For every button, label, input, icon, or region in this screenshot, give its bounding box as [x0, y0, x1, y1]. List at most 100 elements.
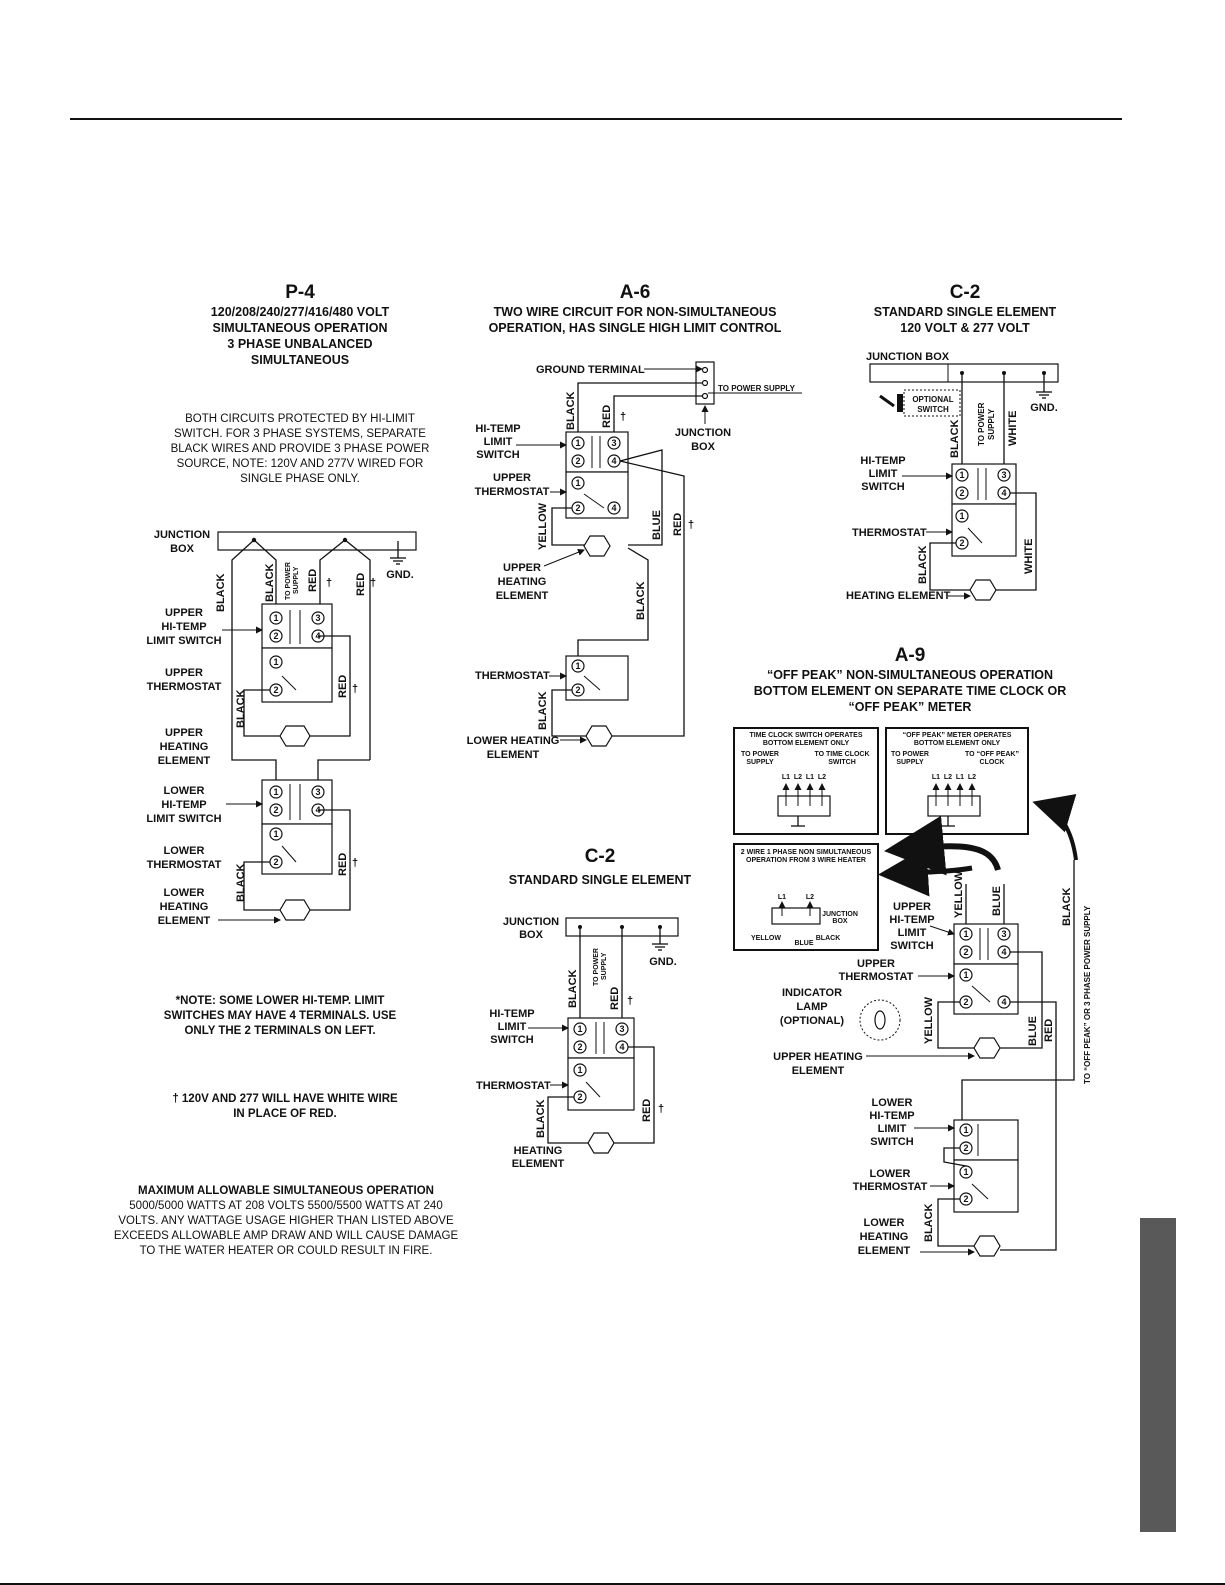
terminal-number: 1	[575, 661, 580, 671]
p4-junction-label: JUNCTION	[154, 529, 210, 541]
terminal-number: 3	[1001, 929, 1006, 939]
a9-panel-text: L2	[818, 774, 826, 781]
c2-mid-code: C-2	[584, 846, 616, 867]
terminal-number: 1	[273, 829, 278, 839]
p4-note: BOTH CIRCUITS PROTECTED BY HI-LIMIT SWIT…	[150, 412, 450, 487]
a9-label: UPPER HEATING	[773, 1051, 863, 1063]
a9-panel-text: L1	[956, 774, 964, 781]
a6-wire-label: YELLOW	[537, 502, 549, 550]
a6-upper-element-icon	[583, 535, 611, 557]
a9-upper-element-icon	[973, 1037, 1001, 1059]
a6-wire-label: BLUE	[651, 510, 663, 540]
a9-wire-label: BLUE	[1027, 1016, 1039, 1046]
a9-panel-text: “OFF PEAK” METER OPERATES	[903, 732, 1012, 739]
a9-label: LIMIT	[898, 927, 927, 939]
a9-panel-text: SUPPLY	[896, 759, 924, 766]
terminal-number: 1	[577, 1065, 582, 1075]
c2-top-optional-label: OPTIONAL	[912, 395, 953, 404]
a9-lower-link	[943, 1147, 967, 1167]
c2-mid-label: HEATING	[514, 1145, 563, 1157]
a9-panel-text: BOTTOM ELEMENT ONLY	[763, 740, 850, 747]
a9-label: LAMP	[796, 1001, 827, 1013]
a9-label: LOWER	[864, 1217, 905, 1229]
p4-label: LIMIT SWITCH	[146, 635, 221, 647]
terminal-number: 2	[273, 685, 278, 695]
a9-panel-text: L2	[944, 774, 952, 781]
terminal-number: 1	[575, 478, 580, 488]
terminal-number: 2	[273, 805, 278, 815]
a6-label: UPPER	[493, 472, 531, 484]
c2-mid-red-element-wire	[612, 1046, 655, 1144]
a6-wire-label: RED	[672, 513, 684, 536]
a9-indicator-lamp	[859, 999, 901, 1041]
c2-top-optional-switch	[903, 389, 961, 417]
p4-red-upper	[310, 635, 351, 737]
c2-mid-label: HI-TEMP	[489, 1008, 534, 1020]
p4-black-lower	[231, 708, 277, 780]
a6-wire-label: BLACK	[565, 391, 577, 430]
a9-label: ELEMENT	[858, 1245, 911, 1257]
a9-label: HEATING	[860, 1231, 909, 1243]
c2-mid-black-element-wire	[547, 1096, 588, 1144]
c2-top-power-label: TO POWER	[977, 402, 986, 446]
a9-pointer-arrow	[884, 815, 1001, 876]
max-title: MAXIMUM ALLOWABLE SIMULTANEOUS OPERATION	[137, 1185, 434, 1197]
p4-code: P-4	[285, 282, 315, 303]
terminal-number: 1	[575, 438, 580, 448]
a9-lamp-icon	[874, 1010, 886, 1030]
terminal-number: 2	[577, 1042, 582, 1052]
terminal-number: 4	[619, 1042, 624, 1052]
note-line: *NOTE: SOME LOWER HI-TEMP. LIMIT	[175, 995, 385, 1007]
a9-diagram: TIME CLOCK SWITCH OPERATES BOTTOM ELEMEN…	[733, 727, 1092, 1257]
p4-dagger: †	[352, 857, 358, 869]
terminal-number: 1	[963, 970, 968, 980]
c2-mid-power-label: TO POWER	[593, 948, 600, 986]
a9-subtitle-2: BOTTOM ELEMENT ON SEPARATE TIME CLOCK OR	[753, 684, 1067, 698]
c2-top-label: HEATING ELEMENT	[846, 590, 951, 602]
p4-label: UPPER	[165, 607, 203, 619]
p4-note-line: BOTH CIRCUITS PROTECTED BY HI-LIMIT	[185, 413, 415, 425]
a6-code: A-6	[619, 282, 651, 303]
max-line: 5000/5000 WATTS AT 208 VOLTS 5500/5500 W…	[129, 1200, 443, 1212]
a6-red-wire	[613, 395, 702, 432]
c2-mid-wire-label: BLACK	[567, 969, 579, 1008]
c2-mid-label: SWITCH	[490, 1034, 533, 1046]
p4-label: HEATING	[160, 901, 209, 913]
a6-wire-label: RED	[601, 405, 613, 428]
c2-top-wire-label: BLACK	[949, 419, 961, 458]
note-line: † 120V AND 277 WILL HAVE WHITE WIRE	[172, 1093, 398, 1105]
terminal-number: 2	[963, 1143, 968, 1153]
terminal-number: 2	[575, 456, 580, 466]
a9-wire-label: RED	[1043, 1019, 1055, 1042]
a6-black-element-wire	[551, 689, 586, 737]
terminal-number: 2	[273, 857, 278, 867]
c2-mid-element-icon	[587, 1132, 615, 1154]
terminal-number: 1	[959, 511, 964, 521]
p4-label: ELEMENT	[158, 915, 211, 927]
a9-panel-text: L2	[806, 894, 814, 901]
p4-label: UPPER	[165, 727, 203, 739]
terminal-number: 2	[959, 538, 964, 548]
a9-label: HI-TEMP	[869, 1110, 914, 1122]
bottom-rule	[0, 1583, 1225, 1585]
top-rule	[70, 118, 1122, 120]
p4-black-lower-out	[243, 861, 282, 911]
a9-panel-text: BOTTOM ELEMENT ONLY	[914, 740, 1001, 747]
a9-heading: A-9 “OFF PEAK” NON-SIMULTANEOUS OPERATIO…	[720, 645, 1100, 715]
terminal-number: 2	[575, 685, 580, 695]
terminal-number: 1	[963, 929, 968, 939]
p4-label: HI-TEMP	[161, 621, 206, 633]
c2-top-subtitle-2: 120 VOLT & 277 VOLT	[900, 321, 1030, 335]
a9-red-wire	[1000, 1001, 1057, 1251]
a6-ground-label: GROUND TERMINAL	[536, 364, 645, 376]
p4-wire-label: RED	[337, 675, 349, 698]
a9-off-peak-label: TO “OFF PEAK” OR 3 PHASE POWER SUPPLY	[1083, 905, 1092, 1084]
c2-top-gnd-label: GND.	[1030, 402, 1058, 414]
terminal-number: 3	[315, 787, 320, 797]
a9-wire-label: YELLOW	[953, 870, 965, 918]
a9-subtitle-1: “OFF PEAK” NON-SIMULTANEOUS OPERATION	[766, 668, 1054, 682]
a6-label: LIMIT	[484, 436, 513, 448]
p4-subtitle-2: SIMULTANEOUS OPERATION	[212, 321, 388, 335]
p4-label: LOWER	[164, 785, 205, 797]
